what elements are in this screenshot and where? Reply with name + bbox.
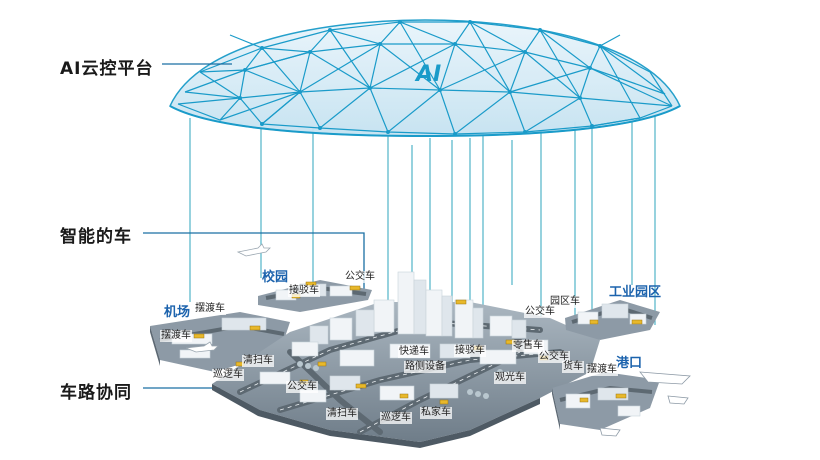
label-truck-right: 货车 xyxy=(562,361,584,373)
zone-industrial-park: 工业园区 xyxy=(609,285,662,300)
cloud-dome xyxy=(169,19,681,138)
label-smart-vehicle: 智能的车 xyxy=(60,227,132,247)
label-private-bottom: 私家车 xyxy=(420,407,452,419)
label-ferry-airport-2: 摆渡车 xyxy=(160,330,192,342)
label-sightseeing: 观光车 xyxy=(494,372,526,384)
label-roadside-center: 路侧设备 xyxy=(404,361,446,373)
label-ferry-port: 摆渡车 xyxy=(586,364,618,376)
ship-icon xyxy=(599,371,691,437)
label-sweeper-left: 清扫车 xyxy=(242,355,274,367)
label-bus-campus: 公交车 xyxy=(344,271,376,283)
label-bus-park: 公交车 xyxy=(524,306,556,318)
airplane-icon-2 xyxy=(185,341,219,353)
zone-airport: 机场 xyxy=(164,305,191,320)
label-ferry-airport: 摆渡车 xyxy=(194,303,226,315)
airplane-icon xyxy=(236,243,271,257)
label-shuttle-campus: 接驳车 xyxy=(288,285,320,297)
vehicles xyxy=(193,281,643,405)
zone-campus: 校园 xyxy=(262,270,289,285)
label-sweeper-bottom: 清扫车 xyxy=(326,408,358,420)
label-bus-right: 公交车 xyxy=(538,351,570,363)
label-patrol-bottom: 巡逻车 xyxy=(380,412,412,424)
zone-port: 港口 xyxy=(616,356,643,371)
label-retail-right: 零售车 xyxy=(512,340,544,352)
dome-logo: AI xyxy=(416,62,442,87)
label-bus-center: 公交车 xyxy=(286,381,318,393)
label-vehicle-road: 车路协同 xyxy=(60,383,132,403)
label-park-car: 园区车 xyxy=(549,296,581,308)
label-patrol-left: 巡逻车 xyxy=(212,369,244,381)
connector-lines xyxy=(189,112,656,375)
label-ai-platform: AI云控平台 xyxy=(60,59,154,79)
label-express-center: 快递车 xyxy=(398,346,430,358)
label-shuttle-center: 接驳车 xyxy=(454,345,486,357)
